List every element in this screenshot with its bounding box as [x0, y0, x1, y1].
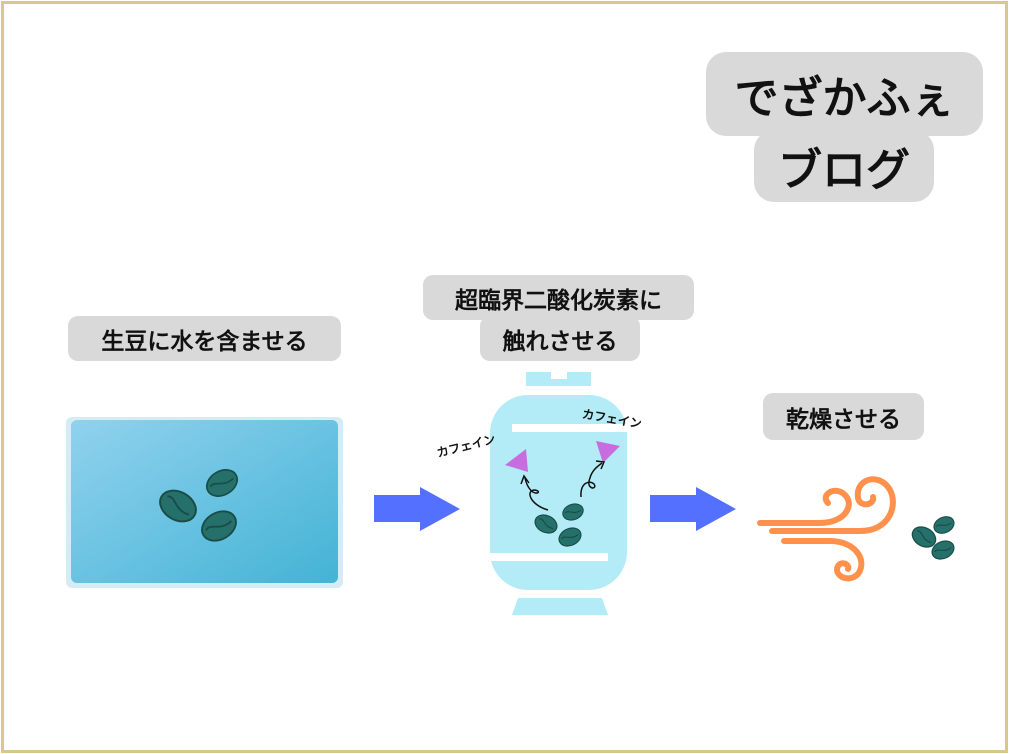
step2-label-line2: 触れさせる [480, 316, 640, 361]
logo-line2: ブログ [754, 130, 934, 202]
wind-icon [757, 476, 896, 582]
water-tank-icon [66, 417, 343, 588]
step2-label-line1: 超臨界二酸化炭素に [423, 275, 694, 320]
step3-label: 乾燥させる [763, 393, 924, 440]
logo-line1: でざかふぇ [706, 52, 983, 136]
step1-label: 生豆に水を含ませる [68, 316, 341, 361]
arrow-right-icon [650, 487, 736, 531]
arrow-right-icon [374, 487, 460, 531]
co2-vessel-icon [490, 372, 627, 615]
dried-beans-icon [908, 513, 958, 564]
